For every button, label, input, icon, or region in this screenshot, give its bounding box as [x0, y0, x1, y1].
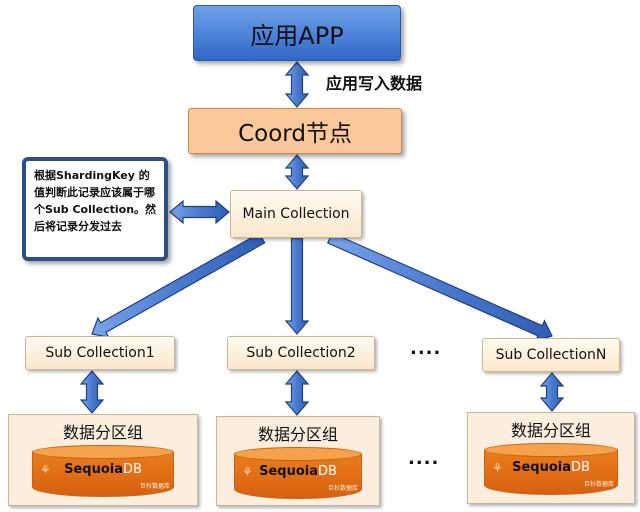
coord-main-double-arrow	[284, 154, 310, 190]
sequoia-tree-icon: ⚘	[242, 465, 253, 479]
database-cylinder-icon: ⚘ SequoiaDB 巨杉数据库	[234, 447, 362, 499]
subn-groupn-double-arrow	[539, 372, 565, 412]
main-to-sub2-arrow	[284, 237, 310, 335]
more-collections-ellipsis: ....	[410, 338, 442, 359]
main-to-subn-arrow	[327, 232, 553, 342]
app-node: 应用APP	[193, 5, 401, 61]
sub2-group2-double-arrow	[284, 370, 310, 416]
sub-collection-2-node: Sub Collection2	[227, 336, 375, 370]
sequoia-tree-icon: ⚘	[492, 461, 503, 475]
sequoiadb-tagline: 巨杉数据库	[583, 481, 614, 488]
sequoiadb-logo: SequoiaDB	[259, 464, 337, 479]
data-group-2-label: 数据分区组	[257, 425, 338, 444]
app-write-label: 应用写入数据	[326, 74, 423, 93]
data-group-1: 数据分区组 ⚘ SequoiaDB 巨杉数据库	[8, 414, 198, 506]
sequoiadb-tagline: 巨杉数据库	[327, 485, 358, 492]
data-group-n-label: 数据分区组	[510, 421, 591, 440]
coord-node-label: Coord节点	[238, 121, 352, 147]
data-group-2: 数据分区组 ⚘ SequoiaDB 巨杉数据库	[216, 416, 380, 506]
data-group-n: 数据分区组 ⚘ SequoiaDB 巨杉数据库	[467, 412, 635, 504]
sharding-note: 根据ShardingKey 的值判断此记录应该属于哪个Sub Collectio…	[22, 157, 168, 261]
sub-collection-2-label: Sub Collection2	[246, 345, 356, 361]
sequoiadb-logo: SequoiaDB	[64, 462, 142, 477]
main-collection-label: Main Collection	[242, 206, 350, 222]
app-node-label: 应用APP	[250, 21, 344, 50]
app-coord-double-arrow	[284, 61, 310, 108]
note-main-double-arrow	[169, 199, 230, 225]
main-to-sub1-arrow	[91, 232, 266, 339]
database-cylinder-icon: ⚘ SequoiaDB 巨杉数据库	[32, 445, 174, 497]
sequoiadb-tagline: 巨杉数据库	[139, 483, 170, 490]
sub-collection-n-node: Sub CollectionN	[482, 338, 620, 372]
sequoia-tree-icon: ⚘	[40, 463, 51, 477]
sub-collection-n-label: Sub CollectionN	[495, 347, 607, 363]
sequoiadb-logo: SequoiaDB	[512, 460, 590, 475]
sub-collection-1-label: Sub Collection1	[45, 345, 155, 361]
database-cylinder-icon: ⚘ SequoiaDB 巨杉数据库	[484, 443, 618, 495]
more-groups-ellipsis: ....	[408, 448, 440, 469]
coord-node: Coord节点	[188, 108, 402, 154]
sub1-group1-double-arrow	[79, 370, 105, 414]
sub-collection-1-node: Sub Collection1	[25, 336, 175, 370]
data-group-1-label: 数据分区组	[62, 423, 143, 442]
main-collection-node: Main Collection	[230, 190, 362, 238]
